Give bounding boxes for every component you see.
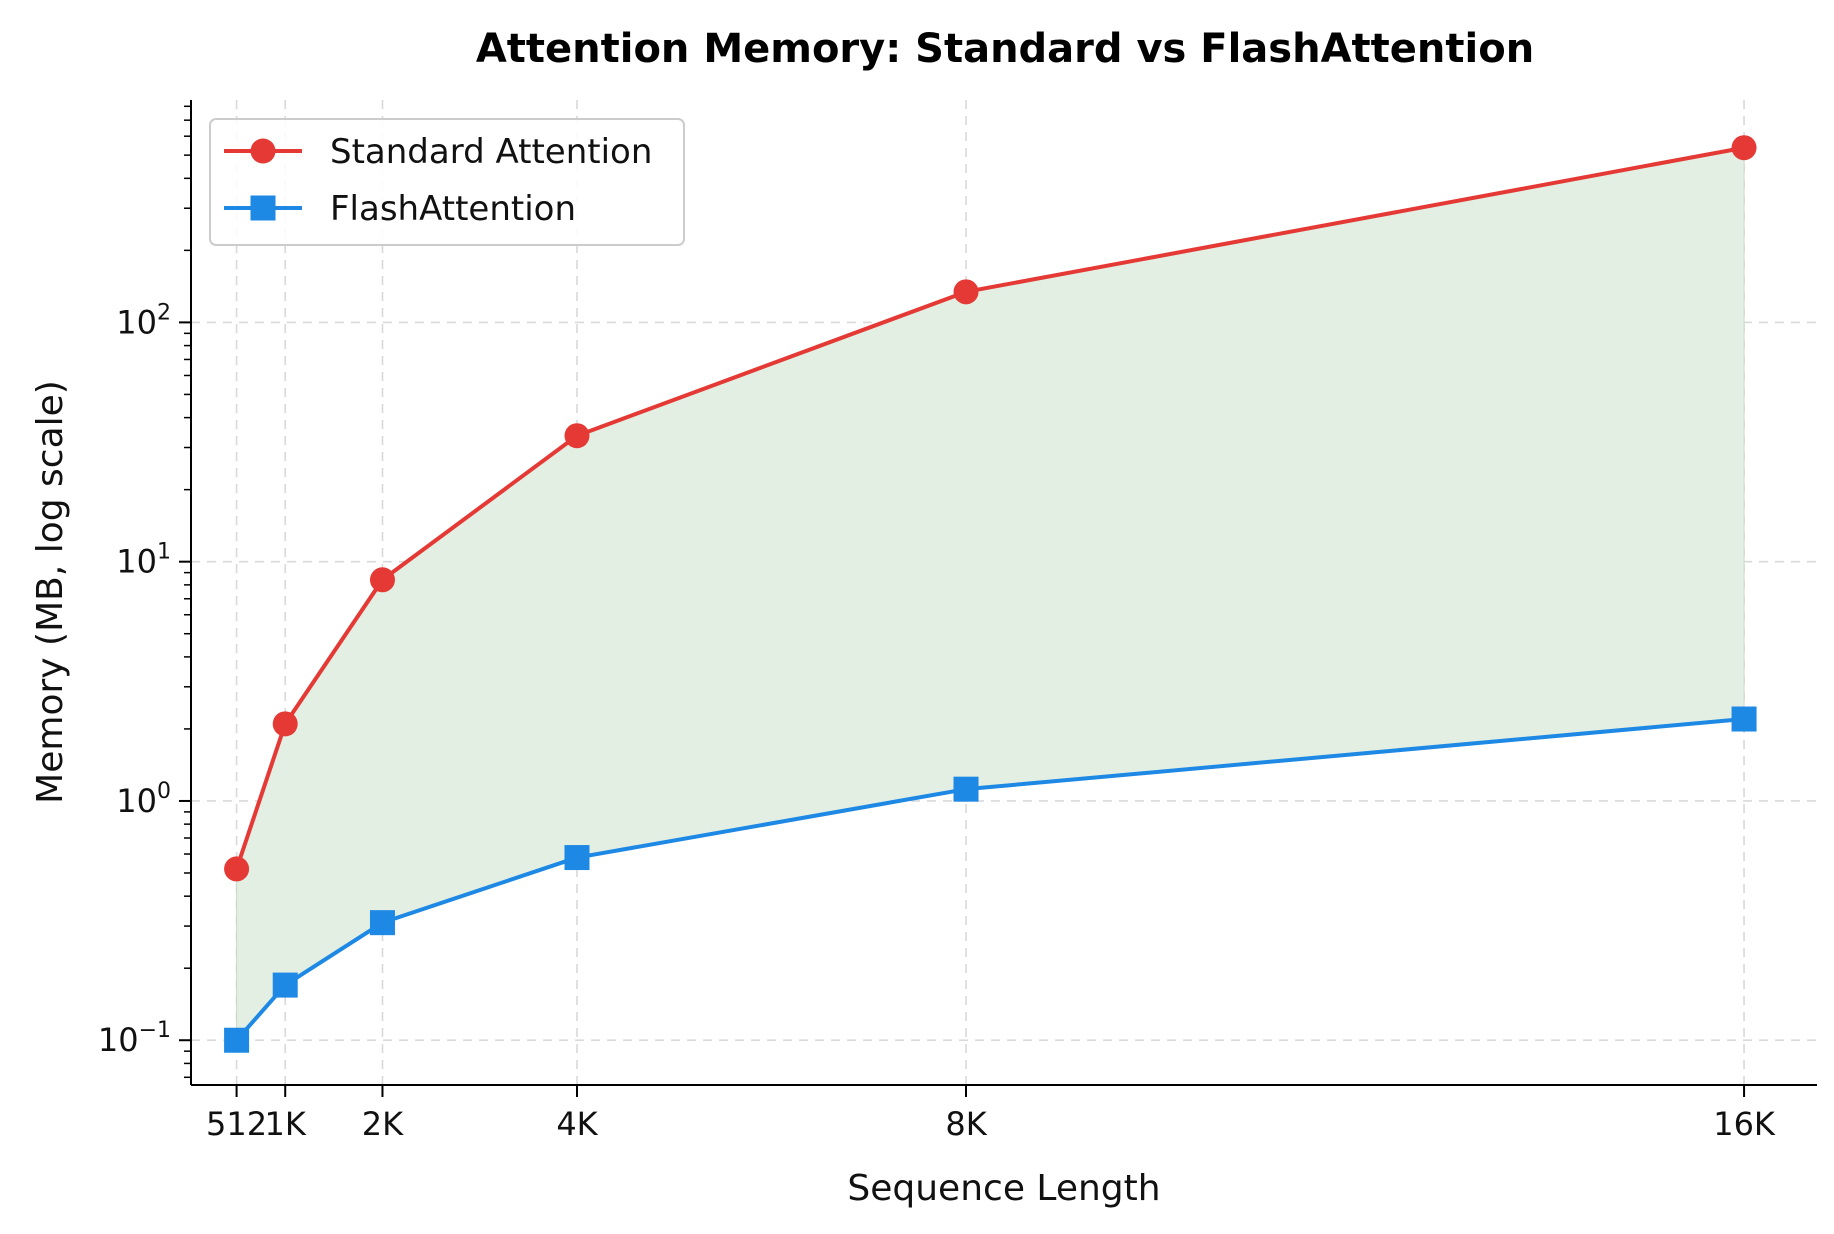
flashattention-point [953,776,979,802]
chart-title: Attention Memory: Standard vs FlashAtten… [476,26,1534,72]
x-tick-label: 4K [556,1105,598,1143]
standard-attention-point [224,856,250,882]
standard-attention-point [272,711,298,737]
standard-attention-point [953,279,979,305]
y-tick-label: 10−1 [98,1018,171,1059]
standard-attention-line [234,145,1745,870]
x-tick-label: 1K [265,1105,307,1143]
flashattention-point [272,972,298,998]
flashattention-point [369,910,395,936]
fill-between-polygon [236,147,1745,1042]
y-tick-label: 101 [116,540,171,581]
series-layer [224,135,1757,1053]
flashattention-point [1731,706,1757,732]
y-axis-label: Memory (MB, log scale) [30,380,71,804]
standard-attention-point [564,423,590,449]
y-tick-label: 100 [116,779,171,820]
x-tick-label: 16K [1713,1105,1776,1143]
standard-attention-point [1731,135,1757,161]
y-tick-label: 102 [116,300,171,341]
standard-attention-point [369,567,395,593]
x-axis-label: Sequence Length [847,1168,1160,1209]
x-tick-label: 2K [362,1105,404,1143]
flashattention-point [224,1027,250,1053]
axes [190,100,1817,1086]
legend-marker-standard-attention [250,138,276,164]
x-tick-label: 8K [945,1105,987,1143]
legend-label-flashattention: FlashAttention [330,189,576,229]
x-tick-label: 512 [206,1105,267,1143]
legend-box [209,118,685,246]
flashattention-point [564,845,590,871]
fill-between-area [236,147,1745,1042]
legend-label-standard-attention: Standard Attention [330,132,652,172]
legend-marker-flashattention [250,195,276,221]
